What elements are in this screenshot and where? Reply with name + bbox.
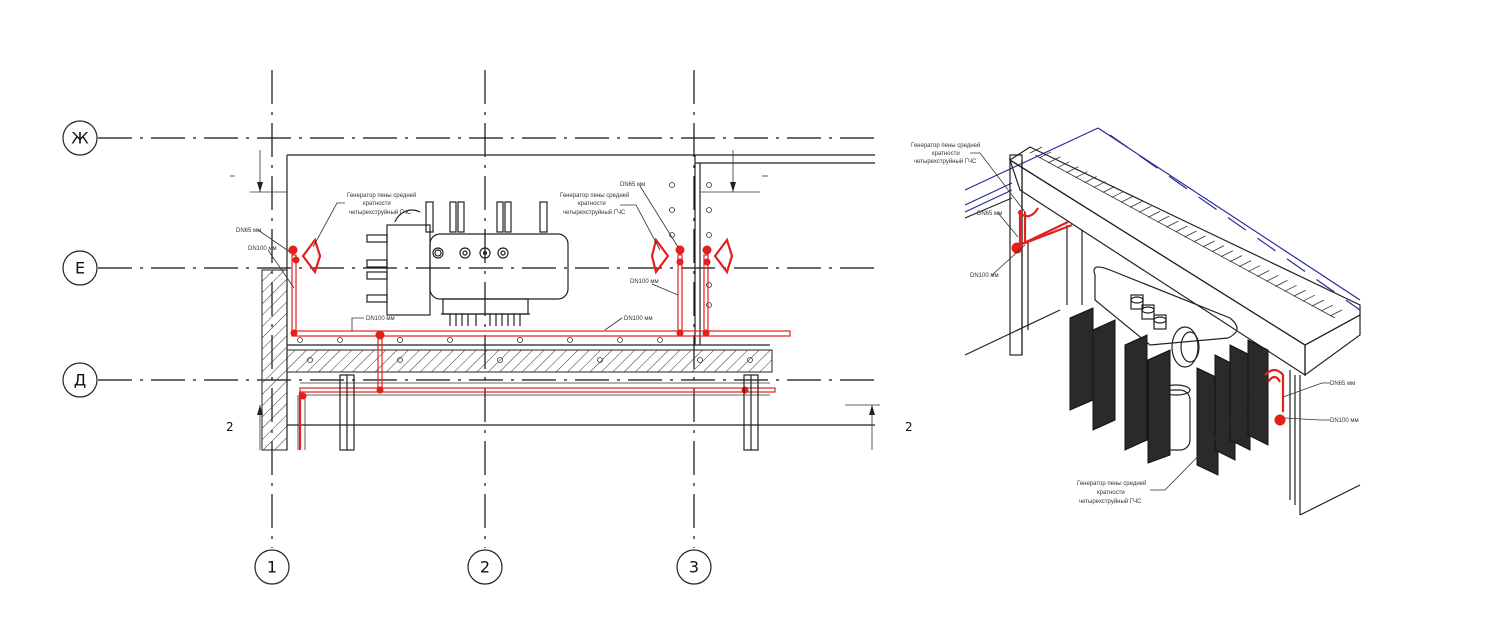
transformer-plan [366,201,569,326]
axis-bubble-1 [254,549,290,585]
plan-view: Ж Е Д 1 2 3 [62,70,913,585]
iso-posts [1027,225,1296,505]
iso-generator-label-top-3: четырехструйный ГЧС [914,158,977,165]
axis-bubbles: Ж Е Д 1 2 3 [62,120,712,585]
plan-generator-label-left-1: Генератор пены средней [347,192,416,199]
roof-slat [1120,196,1134,203]
roof-slat [1257,270,1270,277]
roof-slat [1075,171,1088,179]
plan-dn100-left: DN100 мм [248,246,277,252]
roof-slat [1084,176,1097,183]
iso-annotations: Генератор пены средней кратности четырех… [911,142,1359,505]
roof-slat [1293,289,1306,297]
axis-bubble-e [62,250,98,286]
axis-bubble-3 [676,549,712,585]
iso-generator-label-top-2: кратности [932,151,960,157]
axis-bubble-d [62,362,98,398]
roof-slat [1238,260,1252,267]
foam-pipework-plan [288,237,791,451]
plan-dn65-left: DN65 мм [236,228,261,234]
roof-slat [1029,146,1043,154]
iso-generator-label-bottom-1: Генератор пены средней [1077,480,1146,487]
axis-label-zh: Ж [71,129,88,148]
plan-annotations: Генератор пены средней кратности четырех… [236,182,679,331]
plan-generator-label-left-3: четырехструйный ГЧС [349,209,412,216]
iso-generator-label-bottom-2: кратности [1097,490,1125,496]
foam-generator-center [650,237,670,275]
iso-dn65-bottom: DN65 мм [1330,381,1355,387]
foam-generator-left [301,237,322,275]
iso-generator-label-top-1: Генератор пены средней [911,142,980,149]
axis-label-e: Е [75,259,85,278]
iso-dn100-bottom: DN100 мм [1330,418,1359,424]
iso-foam-pipework [1011,207,1286,426]
roof-slat [1202,240,1215,248]
iso-dn100-top: DN100 мм [970,273,999,279]
axis-label-1: 1 [267,558,277,577]
axis-label-2: 2 [480,558,490,577]
iso-transformer [1069,266,1269,476]
roof-slat [1275,280,1288,287]
section-mark-right: 2 [905,420,913,434]
roof-slat [1129,200,1143,208]
roof-slat [1166,220,1179,228]
roof-slat [1193,235,1206,243]
iso-foam-generator-top [1017,207,1039,218]
roof-slat [1057,161,1070,169]
roof-slat [1093,181,1106,188]
isometric-view: Генератор пены средней кратности четырех… [911,127,1361,516]
roof-slat [1302,294,1315,302]
plan-generator-label-left-2: кратности [363,201,391,207]
iso-dn65-top: DN65 мм [977,211,1002,217]
roof-slat [1220,250,1234,258]
roof-slat [1229,255,1243,263]
iso-radiators [1069,307,1269,476]
grid-axes [98,70,875,548]
axis-label-3: 3 [689,558,699,577]
roof-slat [1148,210,1161,218]
walls [261,154,875,451]
axis-label-d: Д [74,371,87,390]
roof-slat [1284,284,1297,292]
iso-roof-beam [1008,146,1361,515]
foam-generator-right [713,237,734,275]
plan-generator-label-right-3: четырехструйный ГЧС [563,209,626,216]
roof-slat [1266,275,1279,282]
roof-slat [1211,245,1224,253]
plan-dn100-right: DN100 мм [630,279,659,285]
plan-dn65-right: DN65 мм [620,182,645,188]
roof-slat [1138,205,1152,213]
roof-slat [1102,186,1115,193]
roof-slat [1048,156,1061,164]
roof-slat [1157,215,1170,223]
axis-bubble-zh [62,120,98,156]
plan-generator-label-right-1: Генератор пены средней [560,192,629,199]
roof-slat [1066,166,1079,174]
roof-slat [1184,230,1197,238]
roof-slat [1311,299,1324,307]
plan-dn100-bottom-right: DN100 мм [624,316,653,322]
section-mark-left: 2 [226,420,234,434]
plan-generator-label-right-2: кратности [578,201,606,207]
roof-slat [1111,191,1124,198]
roof-slat [1175,225,1188,233]
dimension-marks: 2 2 [226,150,913,450]
plan-dn100-bottom-left: DN100 мм [366,316,395,322]
iso-generator-label-bottom-3: четырехструйный ГЧС [1079,498,1142,505]
iso-walls [964,127,1361,516]
roof-slat [1248,265,1261,272]
roof-slat [1320,304,1334,312]
axis-bubble-2 [467,549,503,585]
roof-slat [1038,151,1052,159]
roof-slat [1329,309,1343,317]
iso-foam-generator-bottom [1267,375,1281,383]
